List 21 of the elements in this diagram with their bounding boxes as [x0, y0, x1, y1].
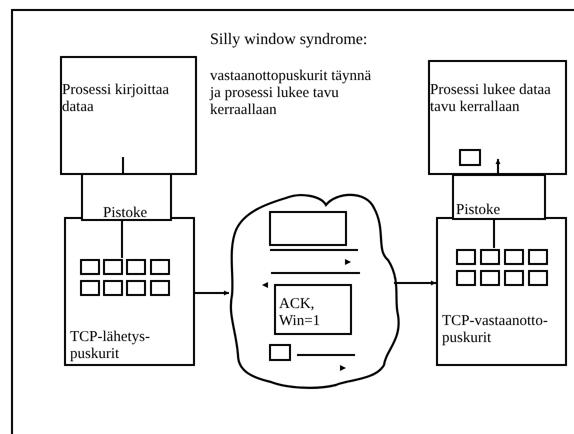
- socket-box: [452, 174, 546, 220]
- socket-box: [81, 173, 172, 221]
- diagram-title: Silly window syndrome:: [210, 31, 368, 48]
- buffer-box: [436, 217, 567, 366]
- connector-line: [493, 220, 495, 248]
- process-box: [428, 60, 567, 175]
- node-label: TCP-lähetys-puskurit: [70, 329, 151, 363]
- connector-line: [122, 157, 124, 173]
- packet-label: ACK, Win=1: [279, 296, 322, 330]
- buffer-box: [64, 217, 195, 366]
- node-label: Prosessi kirjoittaa dataa: [62, 82, 170, 116]
- arrow: [496, 159, 500, 174]
- note-text: vastaanottopuskurit täynnä ja prosessi lukee tavu kerraallaan: [210, 68, 372, 119]
- node-label: Prosessi lukee dataa tavu kerrallaan: [430, 82, 552, 116]
- arrow: [195, 290, 229, 296]
- process-box: [60, 56, 197, 175]
- node-label: Pistoke: [103, 205, 148, 222]
- node-label: Pistoke: [456, 202, 502, 219]
- node-label: TCP-vastaanotto-puskurit: [442, 313, 549, 347]
- connector-line: [121, 221, 123, 258]
- packet-box: [274, 284, 352, 335]
